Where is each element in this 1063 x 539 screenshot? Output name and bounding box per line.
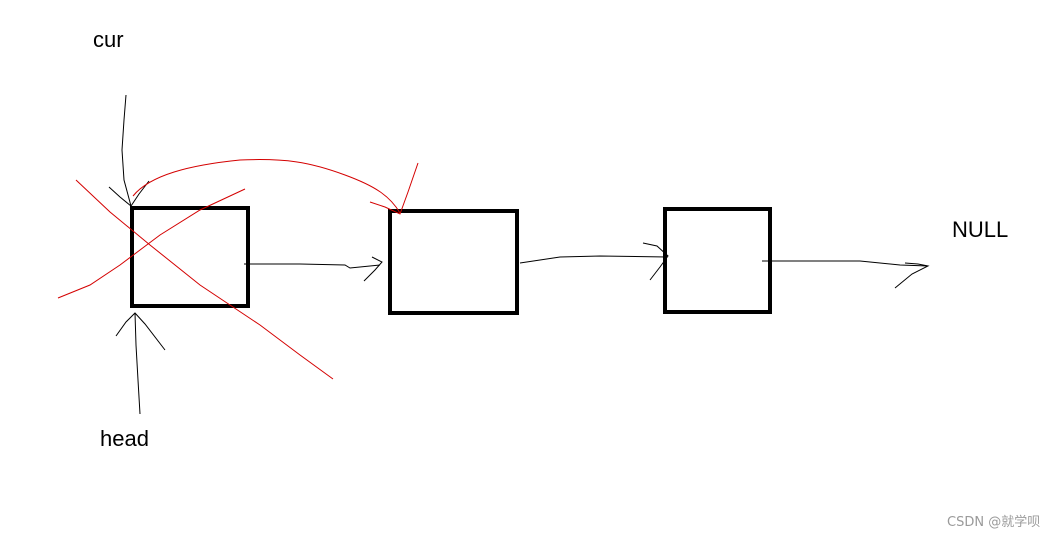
- head-pointer-arrow: [115, 312, 166, 415]
- arrow-node2-to-node3: [519, 242, 669, 281]
- node-1-box: [130, 206, 250, 308]
- null-label: NULL: [952, 217, 1009, 242]
- red-curved-arrow-to-node2: [132, 159, 419, 215]
- cur-pointer-arrow: [108, 94, 150, 207]
- head-label: head: [100, 426, 149, 451]
- arrow-node1-to-node2: [244, 256, 383, 282]
- watermark-text: CSDN @就学呗: [947, 515, 1041, 530]
- arrow-node3-to-null: [762, 260, 930, 289]
- cur-label: cur: [93, 27, 124, 52]
- red-cross-out: [57, 179, 334, 380]
- node-3-box: [663, 207, 772, 314]
- node-2-box: [388, 209, 519, 315]
